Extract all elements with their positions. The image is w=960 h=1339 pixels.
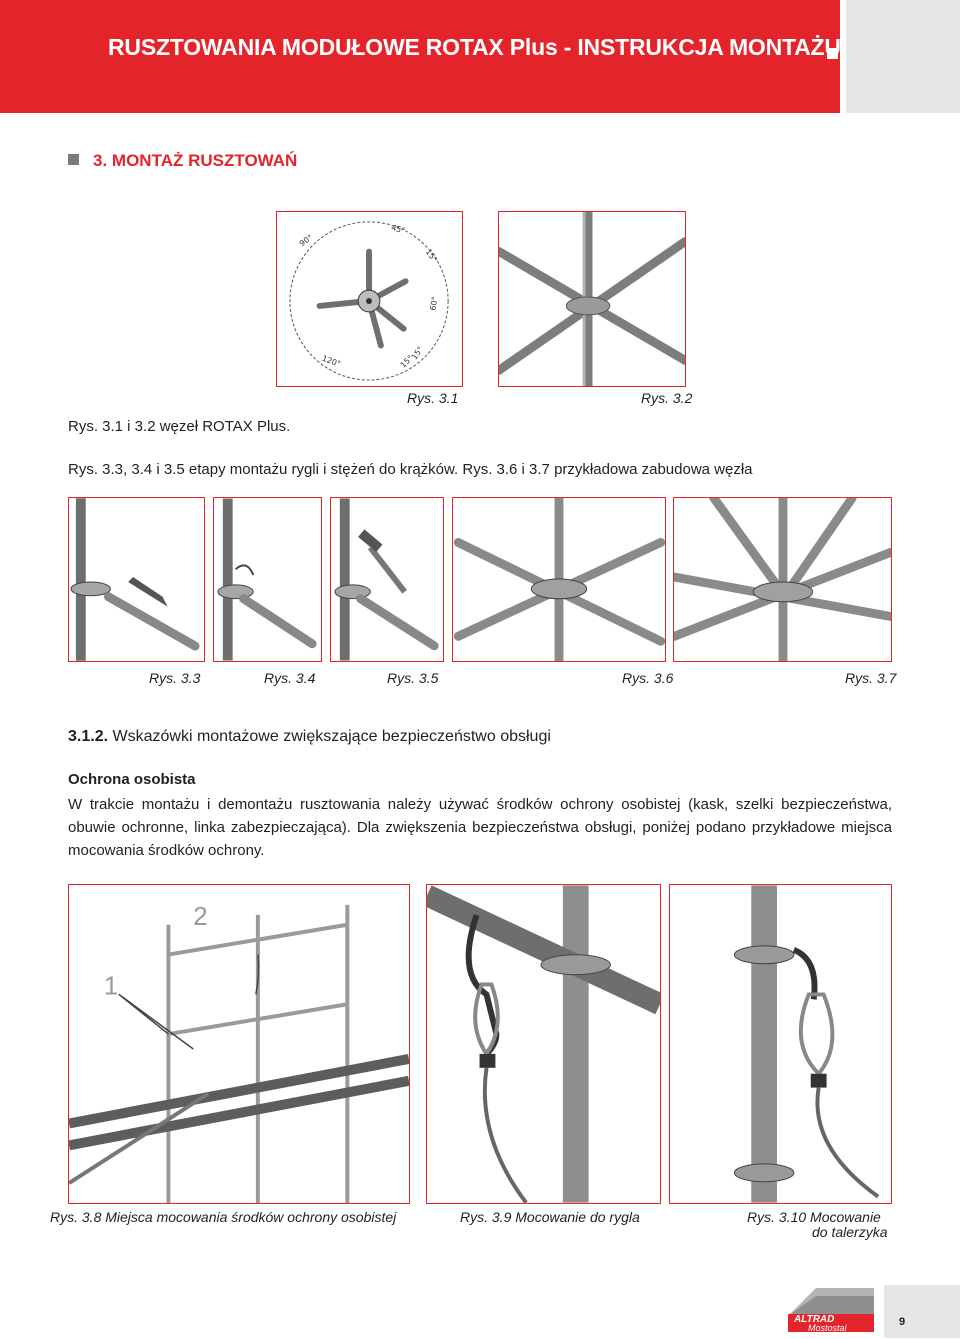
figure-rys-3-3	[68, 497, 205, 662]
angle-label: 15°	[424, 248, 439, 265]
marker-2: 2	[193, 903, 207, 931]
ledger-attachment-illustration	[427, 885, 660, 1203]
subsection-heading: 3.1.2. Wskazówki montażowe zwiększające …	[68, 728, 551, 746]
rosette-attachment-illustration	[733, 885, 880, 1203]
section-number: 3.	[93, 151, 108, 170]
figure-rys-3-6	[452, 497, 666, 662]
marker-1: 1	[104, 972, 118, 1000]
figure-rys-3-9	[426, 884, 661, 1204]
subsection-number: 3.1.2.	[68, 728, 109, 745]
node-example-1-illustration	[453, 498, 665, 661]
rotax-node-angle-diagram: 90° 45° 15° 60° 120° 15° 15°	[289, 221, 449, 381]
header-square-icon	[827, 48, 838, 59]
caption-rys-3-8: Rys. 3.8 Miejsca mocowania środków ochro…	[50, 1209, 397, 1225]
assembly-step-3-illustration	[334, 498, 439, 661]
figure-label-rys-3-2: Rys. 3.2	[641, 390, 693, 406]
caption-rys-3-9: Rys. 3.9 Mocowanie do rygla	[460, 1209, 640, 1225]
header-gray-panel	[846, 0, 960, 113]
svg-text:Mostostal: Mostostal	[808, 1323, 848, 1333]
caption-rys-3-10-line1: Rys. 3.10 Mocowanie	[747, 1209, 881, 1225]
figure-label-rys-3-3: Rys. 3.3	[149, 670, 201, 686]
header-bar: RUSZTOWANIA MODUŁOWE ROTAX Plus - INSTRU…	[0, 0, 841, 113]
angle-label: 60°	[428, 296, 439, 311]
figure-rys-3-10	[669, 884, 892, 1204]
section-heading: 3. MONTAŻ RUSZTOWAŃ	[68, 151, 297, 171]
caption-rys-3-3-3-7: Rys. 3.3, 3.4 i 3.5 etapy montażu rygli …	[68, 461, 753, 478]
caption-rys-3-10-line2: do talerzyka	[812, 1224, 888, 1240]
subsection-title: Wskazówki montażowe zwiększające bezpiec…	[112, 728, 551, 745]
protection-heading: Ochrona osobista	[68, 771, 196, 788]
figure-rys-3-7	[673, 497, 892, 662]
svg-text:ALTRAD: ALTRAD	[793, 1314, 834, 1325]
figure-label-rys-3-7: Rys. 3.7	[845, 670, 897, 686]
rotax-node-photo-illustration	[499, 212, 685, 386]
figure-label-rys-3-6: Rys. 3.6	[622, 670, 674, 686]
section-title: MONTAŻ RUSZTOWAŃ	[111, 151, 298, 170]
figure-rys-3-8: 1 2	[68, 884, 410, 1204]
bullet-square-icon	[68, 154, 79, 165]
document-title: RUSZTOWANIA MODUŁOWE ROTAX Plus - INSTRU…	[108, 34, 841, 60]
altrad-logo-icon: ALTRAD Mostostal	[788, 1288, 874, 1333]
assembly-step-1-illustration	[70, 498, 200, 661]
figure-label-rys-3-4: Rys. 3.4	[264, 670, 316, 686]
altrad-mostostal-logo: ALTRAD Mostostal	[786, 1286, 876, 1334]
node-example-2-illustration	[674, 498, 891, 661]
assembly-step-2-illustration	[217, 498, 317, 661]
figure-label-rys-3-1: Rys. 3.1	[407, 390, 459, 406]
page-number: 9	[899, 1316, 906, 1328]
angle-label: 45°	[390, 223, 406, 235]
scaffold-protection-points-illustration: 1 2	[69, 903, 409, 1203]
figure-label-rys-3-5: Rys. 3.5	[387, 670, 439, 686]
figure-rys-3-5	[330, 497, 444, 662]
figure-rys-3-4	[213, 497, 322, 662]
caption-rys-3-1-3-2: Rys. 3.1 i 3.2 węzeł ROTAX Plus.	[68, 418, 291, 435]
figure-rys-3-2	[498, 211, 686, 387]
angle-label: 120°	[321, 354, 342, 369]
figure-rys-3-1: 90° 45° 15° 60° 120° 15° 15°	[276, 211, 463, 387]
footer-gray-panel	[884, 1285, 960, 1338]
protection-paragraph: W trakcie montażu i demontażu rusztowani…	[68, 796, 892, 859]
